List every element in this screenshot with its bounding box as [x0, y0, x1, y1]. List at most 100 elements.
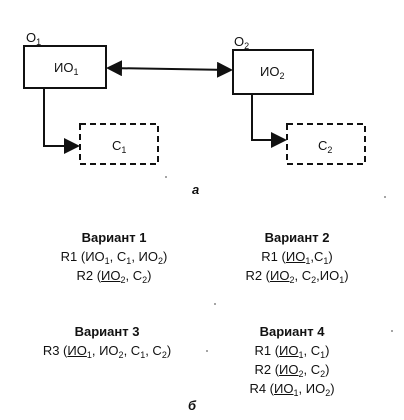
object2-letter: O — [234, 34, 245, 49]
io1-label: ИО1 — [54, 60, 79, 77]
c1-sub: 1 — [121, 145, 127, 155]
c2-text: C — [318, 138, 328, 153]
relation-text: R4 ( — [249, 381, 275, 396]
c2-sub: 2 — [327, 145, 333, 155]
relation-subscript: 2 — [289, 275, 295, 285]
io-link-arrow — [106, 60, 233, 78]
object1-letter: O — [26, 30, 37, 45]
relation-text: , C — [294, 268, 312, 283]
relation-row: R1 (ИО1, C1, ИО2) — [44, 247, 184, 266]
relation-text: ) — [147, 268, 152, 283]
io1-box — [23, 45, 107, 89]
relation-subscript: 1 — [298, 350, 304, 360]
relation-text: , ИО — [131, 249, 158, 264]
c1-text: C — [112, 138, 122, 153]
relation-text: ) — [328, 249, 333, 264]
variant-title: Вариант 3 — [74, 324, 140, 339]
relation-subscript: 1 — [293, 388, 299, 398]
relation-subscript: 1 — [86, 350, 92, 360]
relation-subscript: 1 — [104, 256, 110, 266]
variant-title: Вариант 2 — [264, 230, 330, 245]
relation-text: , C — [109, 249, 127, 264]
relation-text: R1 ( — [261, 249, 286, 264]
relation-text: ИО — [279, 362, 299, 377]
relation-text: ИО — [67, 343, 87, 358]
variant-title: Вариант 1 — [81, 230, 147, 245]
relation-text: R2 ( — [76, 268, 102, 283]
scan-speck — [391, 330, 393, 332]
relation-row: R2 (ИО2, C2) — [44, 266, 184, 285]
relation-text: R1 ( — [254, 343, 280, 358]
caption-a: а — [192, 182, 200, 197]
relation-text: ИО — [279, 343, 299, 358]
relation-row: R3 (ИО1, ИО2, C1, C2) — [22, 341, 192, 360]
relation-text: , C — [123, 343, 141, 358]
scan-speck — [214, 303, 216, 305]
relation-text: ) — [163, 249, 168, 264]
relation-text: ,ИО — [316, 268, 340, 283]
io2-to-c2-arrow — [251, 94, 287, 148]
relation-subscript: 2 — [118, 350, 124, 360]
relationship-diagram — [23, 45, 366, 165]
relation-subscript: 1 — [320, 350, 326, 360]
relation-subscript: 2 — [161, 350, 167, 360]
io2-label: ИО2 — [260, 65, 285, 81]
relation-text: , C — [303, 362, 321, 377]
relation-text: , C — [303, 343, 321, 358]
scan-speck — [165, 176, 167, 178]
relation-subscript: 2 — [325, 388, 331, 398]
relation-text: ИО — [270, 268, 290, 283]
scan-speck — [206, 350, 208, 352]
relation-text: ИО — [85, 249, 105, 264]
relation-subscript: 1 — [339, 275, 345, 285]
relation-text: R2 ( — [245, 268, 270, 283]
relation-row: R2 (ИО2, C2,ИО1) — [222, 266, 372, 285]
object2-sub: 2 — [244, 41, 250, 51]
object1-sub: 1 — [36, 37, 42, 47]
relation-subscript: 2 — [320, 369, 326, 379]
relation-subscript: 2 — [311, 275, 317, 285]
relation-text: ИО — [101, 268, 121, 283]
c2-label: C2 — [318, 138, 333, 155]
relation-text: ) — [166, 343, 172, 358]
relation-text: ) — [325, 362, 330, 377]
relation-text: , C — [125, 268, 143, 283]
relation-subscript: 1 — [305, 256, 311, 266]
caption-b: б — [188, 398, 197, 413]
relation-text: ) — [330, 381, 335, 396]
relation-text: ИО — [285, 249, 306, 264]
relation-row: R2 (ИО2, C2) — [232, 360, 352, 379]
relation-text: ,C — [310, 249, 324, 264]
io2-box — [232, 49, 314, 95]
relation-subscript: 2 — [298, 369, 304, 379]
relation-text: ИО — [274, 381, 294, 396]
relation-text: ) — [344, 268, 349, 283]
io1-sub: 1 — [73, 67, 79, 77]
relation-text: , C — [145, 343, 162, 358]
relation-row: R1 (ИО1, C1) — [232, 341, 352, 360]
io2-sub: 2 — [279, 71, 285, 81]
object2-label: O2 — [234, 34, 250, 51]
relation-text: ) — [325, 343, 330, 358]
relation-row: R1 (ИО1,C1) — [222, 247, 372, 266]
object1-label: O1 — [26, 30, 42, 47]
relation-subscript: 2 — [120, 275, 126, 285]
variant-title: Вариант 4 — [259, 324, 325, 339]
relation-subscript: 2 — [142, 275, 148, 285]
relation-subscript: 1 — [126, 256, 132, 266]
relation-text: , ИО — [91, 343, 119, 358]
io1-text: ИО — [54, 60, 74, 75]
relation-text: R2 ( — [254, 362, 280, 377]
relation-text: , ИО — [298, 381, 326, 396]
relation-text: R1 ( — [60, 249, 86, 264]
relation-subscript: 2 — [158, 256, 164, 266]
relation-row: R4 (ИО1, ИО2) — [232, 379, 352, 398]
c1-label: C1 — [112, 138, 127, 155]
c2-box — [286, 123, 366, 165]
c1-box — [79, 123, 159, 165]
relation-text: R3 ( — [42, 343, 68, 358]
